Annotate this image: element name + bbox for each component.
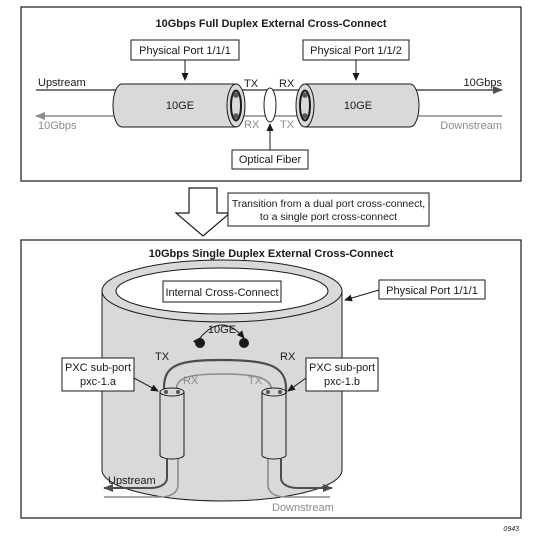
sub-left-line1: PXC sub-port bbox=[65, 362, 131, 374]
port-left-label: Physical Port 1/1/1 bbox=[139, 45, 231, 57]
sub-left-label-box bbox=[61, 357, 135, 392]
top-panel-title: 10Gbps Full Duplex External Cross-Connec… bbox=[155, 18, 386, 30]
sub-left-pointer bbox=[133, 377, 159, 392]
upstream-label: Upstream bbox=[38, 77, 86, 89]
tx-outer: TX bbox=[155, 351, 170, 363]
port-label-box bbox=[378, 279, 486, 300]
loop-label: 10GE bbox=[208, 324, 236, 336]
port-pointer bbox=[344, 289, 380, 302]
downstream-label: Downstream bbox=[272, 502, 334, 514]
sub-right-label-box bbox=[305, 357, 379, 392]
upstream-fiber bbox=[103, 459, 168, 492]
tx-inner: TX bbox=[248, 375, 263, 387]
top-panel: 10Gbps Full Duplex External Cross-Connec… bbox=[20, 6, 522, 182]
figure-id: 0943 bbox=[503, 526, 519, 533]
tx-left: TX bbox=[244, 78, 259, 90]
port-label: Physical Port 1/1/1 bbox=[386, 285, 478, 297]
right-10ge-port bbox=[295, 83, 420, 128]
sub-right-line2: pxc-1.b bbox=[324, 376, 360, 388]
bottom-panel: 10Gbps Single Duplex External Cross-Conn… bbox=[20, 239, 522, 519]
outer-fiber-path bbox=[162, 358, 288, 393]
transition-line2: to a single port cross-connect bbox=[260, 211, 397, 223]
downstream-label: Downstream bbox=[440, 120, 502, 132]
transition: Transition from a dual port cross-connec… bbox=[174, 187, 430, 237]
rx-outer: RX bbox=[280, 351, 296, 363]
rate-right-label: 10Gbps bbox=[463, 77, 502, 89]
sub-left-line2: pxc-1.a bbox=[80, 376, 117, 388]
upstream-return-fiber bbox=[104, 459, 179, 498]
internal-label-box bbox=[162, 280, 282, 303]
sub-port-cylinder-left bbox=[159, 387, 185, 460]
bottom-panel-title: 10Gbps Single Duplex External Cross-Conn… bbox=[149, 248, 394, 260]
downstream-fiber bbox=[267, 459, 330, 498]
upstream-label: Upstream bbox=[108, 475, 156, 487]
rx-left: RX bbox=[244, 119, 260, 131]
internal-label: Internal Cross-Connect bbox=[165, 287, 278, 299]
tx-right: TX bbox=[280, 119, 295, 131]
right-cylinder-label: 10GE bbox=[344, 100, 372, 112]
rate-left-label: 10Gbps bbox=[38, 120, 77, 132]
sub-right-pointer bbox=[287, 377, 307, 392]
left-cylinder-label: 10GE bbox=[166, 100, 194, 112]
downstream-out-fiber bbox=[280, 459, 333, 492]
optical-fiber-loop bbox=[263, 87, 277, 123]
transition-arrow bbox=[174, 187, 232, 237]
sub-right-line1: PXC sub-port bbox=[309, 362, 375, 374]
sub-port-cylinder-right bbox=[261, 387, 287, 460]
fiber-label: Optical Fiber bbox=[239, 154, 302, 166]
internal-loop-arrow bbox=[192, 324, 245, 346]
left-10ge-port bbox=[112, 83, 246, 128]
port-right-label: Physical Port 1/1/2 bbox=[310, 45, 402, 57]
rx-inner: RX bbox=[183, 375, 199, 387]
loop-end-left bbox=[195, 338, 205, 348]
transition-line1: Transition from a dual port cross-connec… bbox=[232, 198, 425, 210]
loop-end-right bbox=[239, 338, 249, 348]
transition-note-box bbox=[227, 192, 430, 227]
rx-right: RX bbox=[279, 78, 295, 90]
fiber-label-box bbox=[231, 149, 309, 170]
inner-fiber-path bbox=[175, 373, 273, 393]
